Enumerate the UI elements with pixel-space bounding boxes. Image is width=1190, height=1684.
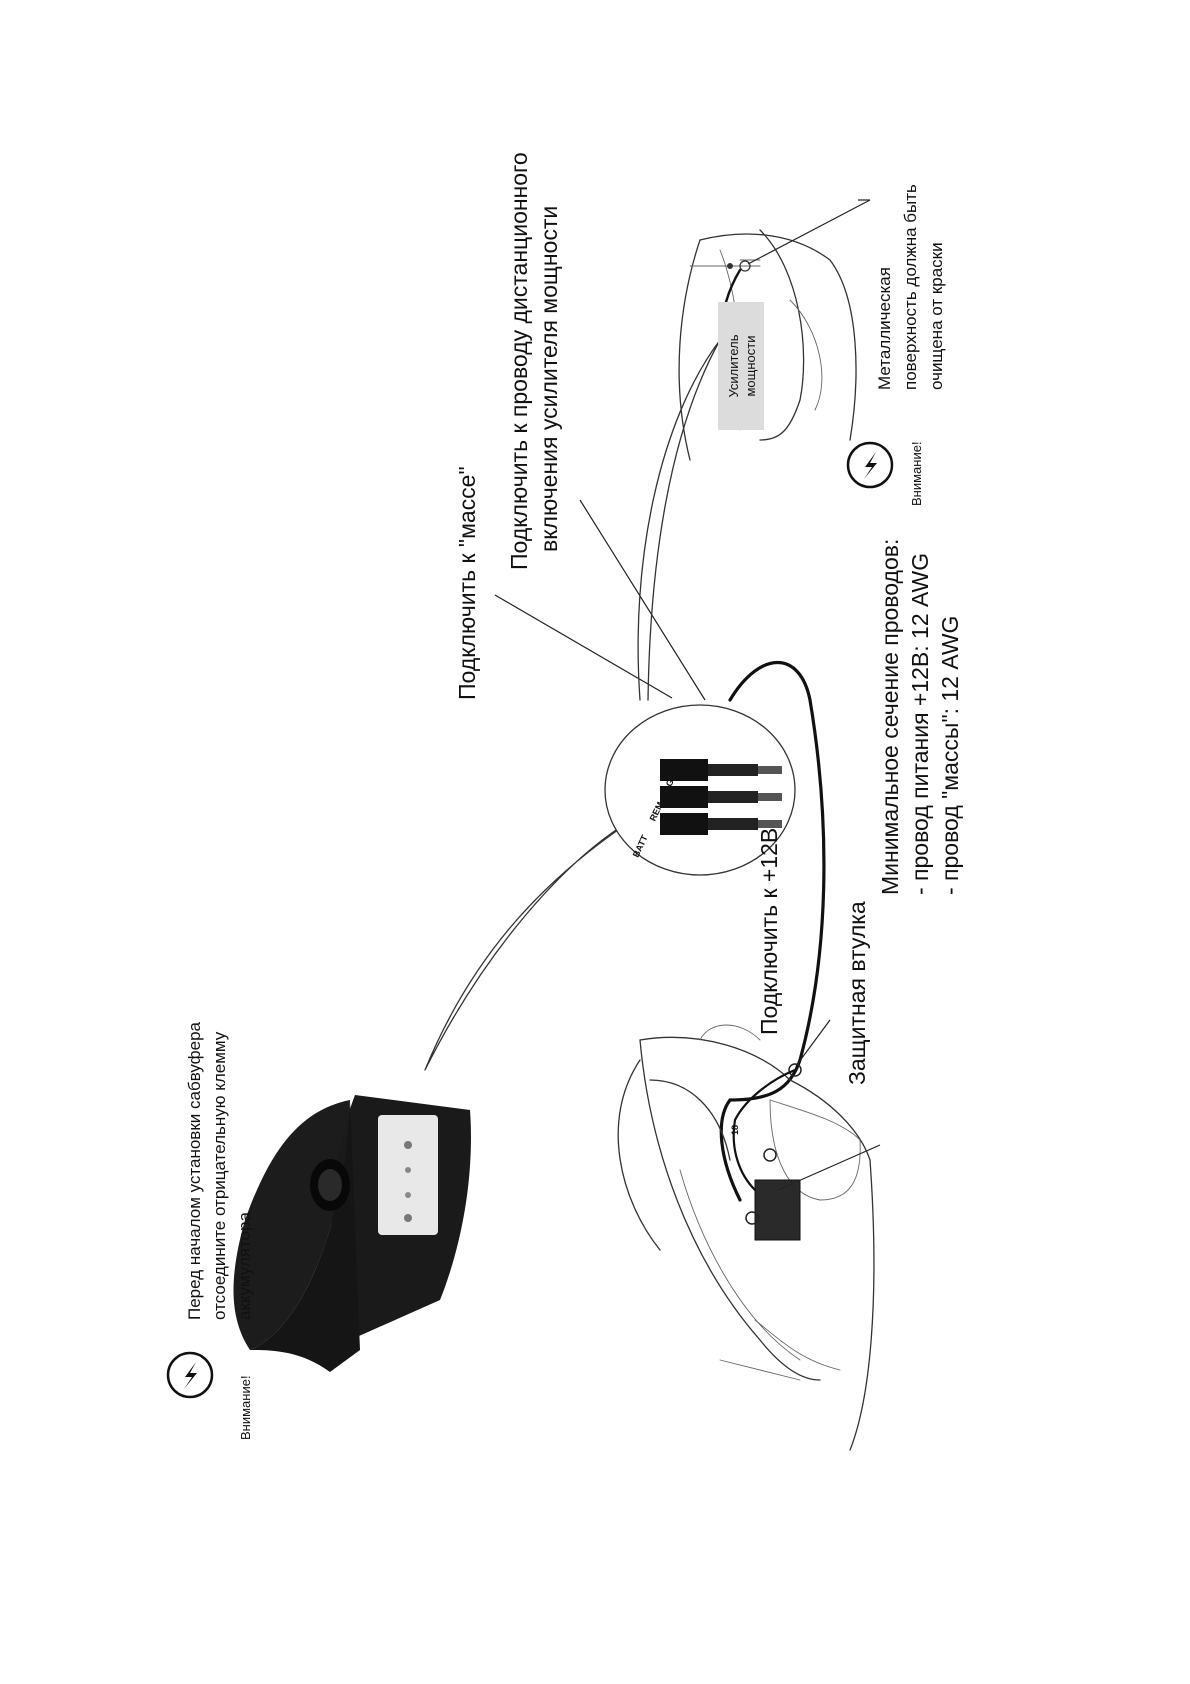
label-metal-line1: Металлическая [875, 267, 894, 390]
label-wire-title: Минимальное сечение проводов: [877, 539, 903, 895]
amp-remote-wire [637, 339, 721, 701]
label-metal-line2: поверхность должна быть [901, 184, 920, 390]
label-grommet: Защитная втулка [844, 901, 870, 1085]
label-attention-top: Внимание! [909, 441, 924, 506]
amplifier-box [718, 302, 764, 430]
battery [754, 1179, 801, 1241]
grommet-leader [795, 1019, 831, 1067]
terminal-block-zoom: BATT REM GND [604, 704, 796, 876]
label-wire-power: - провод питания +12В: 12 AWG [907, 553, 933, 895]
subwoofer-enclosure [233, 1095, 471, 1372]
label-attention-bottom: Внимание! [238, 1375, 253, 1440]
label-remote-line2: включения усилителя мощности [536, 206, 562, 552]
warning-lightning-icon [846, 441, 894, 489]
label-battery-line1: Перед началом установки сабвуфера [185, 1021, 204, 1320]
grommet [788, 1063, 802, 1077]
fuse-mark: 18 [730, 1125, 740, 1135]
label-battery-line2: отсоедините отрицательную клемму [210, 1031, 229, 1320]
subwoofer-connector-panel [378, 1115, 438, 1235]
ground-leader [494, 594, 673, 699]
amplifier-label-line2: мощности [743, 336, 758, 397]
label-metal-line3: очищена от краски [927, 242, 946, 390]
amplifier-trunk-sketch: Усилитель мощности [678, 199, 871, 461]
label-remote-line1: Подключить к проводу дистанционного [506, 152, 532, 570]
remote-leader [579, 499, 706, 701]
callout-lasso [424, 814, 641, 1071]
battery-leader [777, 1144, 881, 1191]
metal-surface-leader [747, 199, 871, 265]
label-wire-ground: - провод "массы": 12 AWG [937, 616, 963, 895]
label-connect-ground: Подключить к "массе" [454, 466, 480, 700]
label-connect-12v: Подключить к +12В [756, 828, 782, 1035]
amplifier-label-line1: Усилитель [726, 334, 741, 397]
label-battery-line3: аккумулятора [235, 1212, 254, 1320]
warning-lightning-icon [166, 1351, 214, 1399]
power-cable [719, 661, 826, 1202]
car-engine-bay-sketch: 18 [617, 1019, 881, 1451]
